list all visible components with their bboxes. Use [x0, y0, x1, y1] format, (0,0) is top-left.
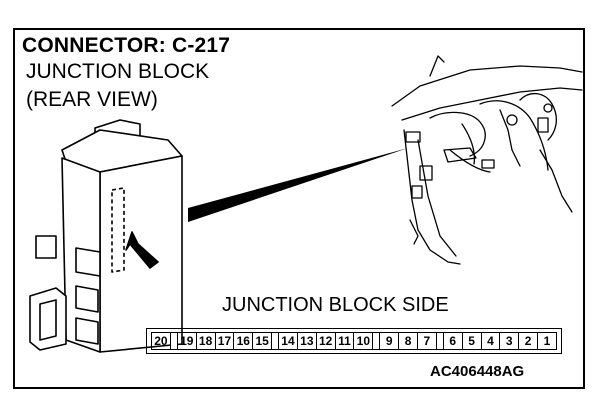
pin-16: 16 — [234, 333, 254, 349]
component-name: JUNCTION BLOCK — [26, 60, 210, 83]
view-label: (REAR VIEW) — [26, 88, 158, 111]
pin-10: 10 — [354, 333, 374, 349]
pin-17: 17 — [216, 333, 235, 349]
junction-block-side-label: JUNCTION BLOCK SIDE — [222, 294, 449, 316]
dashboard-harness-drawing — [391, 55, 583, 265]
figure-code: AC406448AG — [430, 363, 525, 380]
pin-11: 11 — [336, 333, 355, 349]
pin-7: 7 — [418, 333, 437, 349]
pin-9: 9 — [380, 333, 400, 349]
pin-2: 2 — [519, 333, 539, 349]
junction-block-drawing — [29, 119, 183, 353]
pin-20: 20 — [152, 333, 171, 349]
pin-13: 13 — [298, 333, 317, 349]
diagram-frame — [13, 28, 585, 389]
pin-19: 19 — [178, 333, 197, 349]
pin-8: 8 — [399, 333, 418, 349]
connector-title: CONNECTOR: C-217 — [22, 34, 231, 57]
pin-6: 6 — [444, 333, 463, 349]
pin-gap — [272, 333, 280, 349]
pin-14: 14 — [279, 333, 298, 349]
pin-gap — [436, 333, 444, 349]
pin-gap — [373, 333, 381, 349]
pin-1: 1 — [543, 334, 551, 348]
pin-18: 18 — [197, 333, 216, 349]
pin-4: 4 — [482, 333, 501, 349]
pin-5: 5 — [463, 333, 482, 349]
pin-15: 15 — [253, 333, 273, 349]
pin-3: 3 — [500, 333, 520, 349]
pin-gap — [170, 333, 178, 349]
pin-12: 12 — [317, 333, 336, 349]
leader-wedge — [188, 148, 408, 222]
